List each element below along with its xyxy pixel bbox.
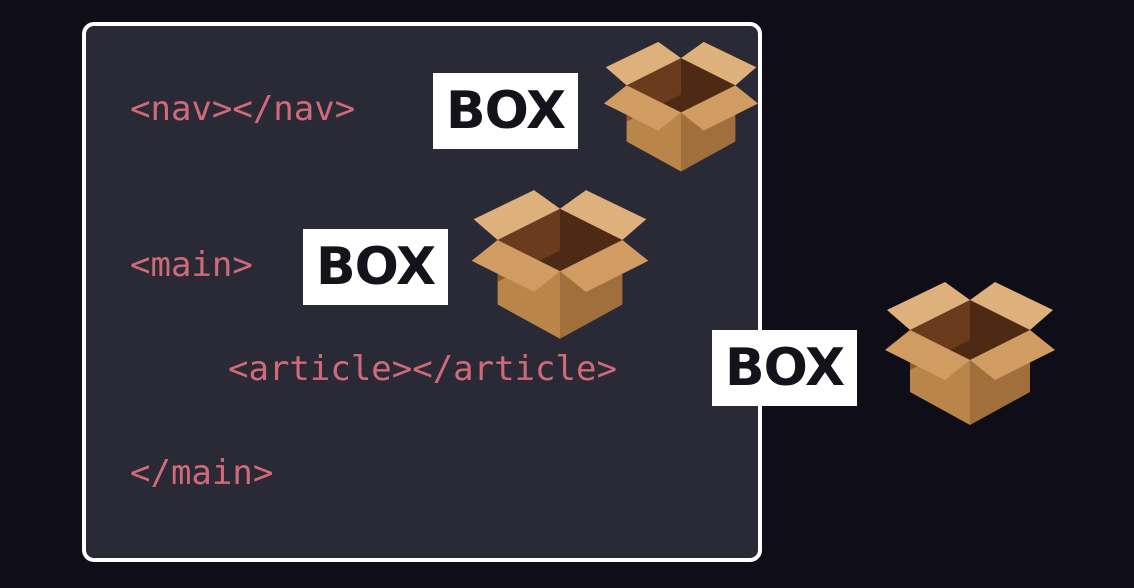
article-box-label: BOX	[712, 330, 857, 406]
open-box-icon	[471, 190, 649, 339]
code-line-nav: <nav></nav>	[130, 89, 356, 129]
main-box-label: BOX	[303, 229, 448, 305]
nav-box-label: BOX	[433, 73, 578, 149]
code-line-article: <article></article>	[228, 349, 617, 389]
code-line-main-open: <main>	[130, 245, 253, 285]
open-box-icon	[885, 282, 1055, 425]
code-line-main-close: </main>	[130, 453, 274, 493]
open-box-icon	[603, 41, 759, 172]
